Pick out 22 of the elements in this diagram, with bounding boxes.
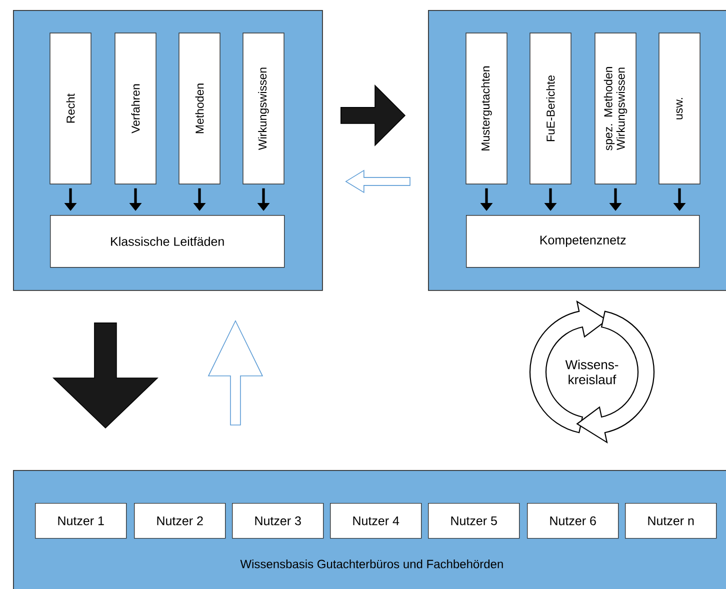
block-arrow [345, 170, 410, 194]
label-box: Nutzer 1 [35, 502, 127, 539]
label-box: Nutzer 2 [134, 502, 226, 539]
category-box: Mustergutachten [466, 32, 508, 184]
block-arrow [208, 320, 264, 426]
block-arrow [52, 322, 158, 429]
label-box: Klassische Leitfäden [50, 215, 285, 268]
category-box: Wirkungswissen [242, 32, 284, 184]
category-box: spez. Methoden Wirkungswissen [594, 32, 636, 184]
category-box: Methoden [178, 32, 220, 184]
category-box: FuE-Berichte [530, 32, 572, 184]
category-box: Verfahren [114, 32, 156, 184]
label-box: Nutzer 6 [527, 502, 619, 539]
block-arrow [340, 84, 406, 146]
category-box: Recht [50, 32, 92, 184]
label-box: Nutzer 4 [330, 502, 422, 539]
label-box: Nutzer 5 [428, 502, 520, 539]
label-box: Kompetenznetz [466, 215, 700, 268]
cycle-label: Wissens- kreislauf [565, 360, 618, 384]
category-box: usw. [658, 32, 700, 184]
label-box: Nutzer 3 [232, 502, 324, 539]
label-box: Nutzer n [625, 502, 717, 539]
